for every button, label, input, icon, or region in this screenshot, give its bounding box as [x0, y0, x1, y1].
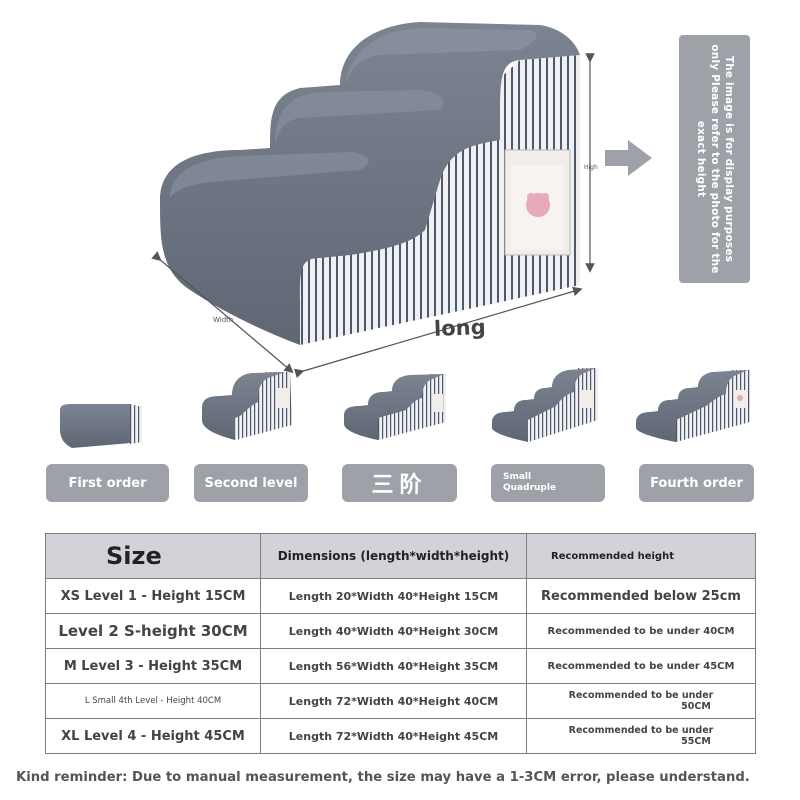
level-button-third-level[interactable]: 三阶 — [342, 464, 457, 502]
hero-section: Width High long The image is for display… — [0, 0, 800, 390]
level-label: Small Quadruple — [503, 472, 556, 494]
display-notice-text: The image is for display purposes only P… — [694, 44, 735, 274]
pet-stairs-illustration — [151, 22, 652, 378]
size-cell: L Small 4th Level - Height 40CM — [45, 683, 261, 719]
size-cell: XS Level 1 - Height 15CM — [45, 578, 261, 614]
size-header: Size — [45, 533, 261, 579]
recommended-cell: Recommended to be under 45CM — [526, 648, 756, 684]
recommended-line2: 50CM — [681, 701, 711, 712]
width-label: Width — [213, 316, 234, 324]
dimensions-cell: Length 56*Width 40*Height 35CM — [260, 648, 527, 684]
level-4-thumbnail — [636, 370, 750, 442]
display-notice-box: The image is for display purposes only P… — [679, 35, 750, 283]
dimensions-cell: Length 40*Width 40*Height 30CM — [260, 613, 527, 649]
long-label: long — [433, 315, 487, 341]
kind-reminder: Kind reminder: Due to manual measurement… — [16, 770, 750, 785]
small-quadruple-thumbnail — [492, 368, 598, 442]
table-row: Level 2 S-height 30CM Length 40*Width 40… — [45, 613, 756, 649]
dimensions-cell: Length 72*Width 40*Height 45CM — [260, 718, 527, 754]
level-2-thumbnail — [202, 372, 292, 440]
level-label: Second level — [204, 475, 298, 491]
level-button-small-quadruple[interactable]: Small Quadruple — [491, 464, 605, 502]
recommended-line1: Recommended to be under — [568, 725, 714, 736]
high-label: High — [584, 164, 598, 171]
recommended-cell: Recommended to be under 55CM — [526, 718, 756, 754]
level-label: 三阶 — [371, 473, 428, 498]
recommended-line1: Recommended to be under — [568, 690, 714, 701]
table-header-row: Size Dimensions (length*width*height) Re… — [45, 533, 756, 579]
table-row: L Small 4th Level - Height 40CM Length 7… — [45, 683, 756, 719]
recommended-header: Recommended height — [526, 533, 756, 579]
recommended-cell: Recommended to be under 40CM — [526, 613, 756, 649]
dimensions-cell: Length 20*Width 40*Height 15CM — [260, 578, 527, 614]
level-button-fourth-order[interactable]: Fourth order — [639, 464, 754, 502]
level-label: Fourth order — [650, 475, 743, 491]
size-table: Size Dimensions (length*width*height) Re… — [45, 533, 756, 754]
recommended-cell: Recommended to be under 50CM — [526, 683, 756, 719]
level-button-first-order[interactable]: First order — [46, 464, 169, 502]
recommended-line2: 55CM — [681, 736, 711, 747]
level-label-line1: Small — [503, 472, 532, 482]
size-cell: XL Level 4 - Height 45CM — [45, 718, 261, 754]
dimensions-header: Dimensions (length*width*height) — [260, 533, 527, 579]
table-row: XS Level 1 - Height 15CM Length 20*Width… — [45, 578, 756, 614]
level-3-thumbnail — [344, 374, 446, 440]
table-row: M Level 3 - Height 35CM Length 56*Width … — [45, 648, 756, 684]
size-cell: Level 2 S-height 30CM — [45, 613, 261, 649]
table-row: XL Level 4 - Height 45CM Length 72*Width… — [45, 718, 756, 754]
level-1-thumbnail — [60, 404, 142, 448]
level-button-second-level[interactable]: Second level — [194, 464, 308, 502]
dimensions-cell: Length 72*Width 40*Height 40CM — [260, 683, 527, 719]
level-label: First order — [68, 475, 147, 491]
recommended-cell: Recommended below 25cm — [526, 578, 756, 614]
size-cell: M Level 3 - Height 35CM — [45, 648, 261, 684]
level-label-line2: Quadruple — [503, 483, 557, 493]
